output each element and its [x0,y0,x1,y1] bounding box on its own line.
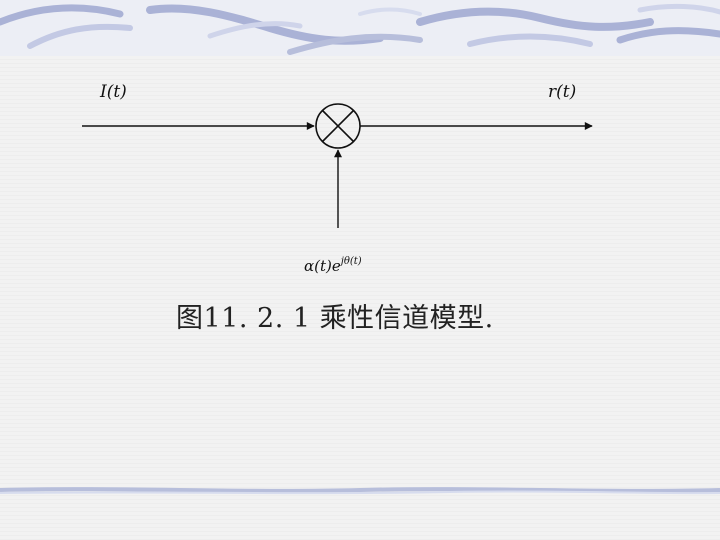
figure-caption: 图11. 2. 1 乘性信道模型. [176,303,494,334]
output-label: r(t) [548,82,577,102]
circled-times-icon [315,103,361,149]
multiplier-label: α(t)ejθ(t) [304,256,362,275]
decorative-bottom-rule [0,487,720,495]
multiplier-label-exponent: jθ(t) [340,256,362,267]
decorative-top-band [0,0,720,56]
input-label: I(t) [100,82,127,102]
multiplier-label-main: α(t)e [304,257,341,275]
